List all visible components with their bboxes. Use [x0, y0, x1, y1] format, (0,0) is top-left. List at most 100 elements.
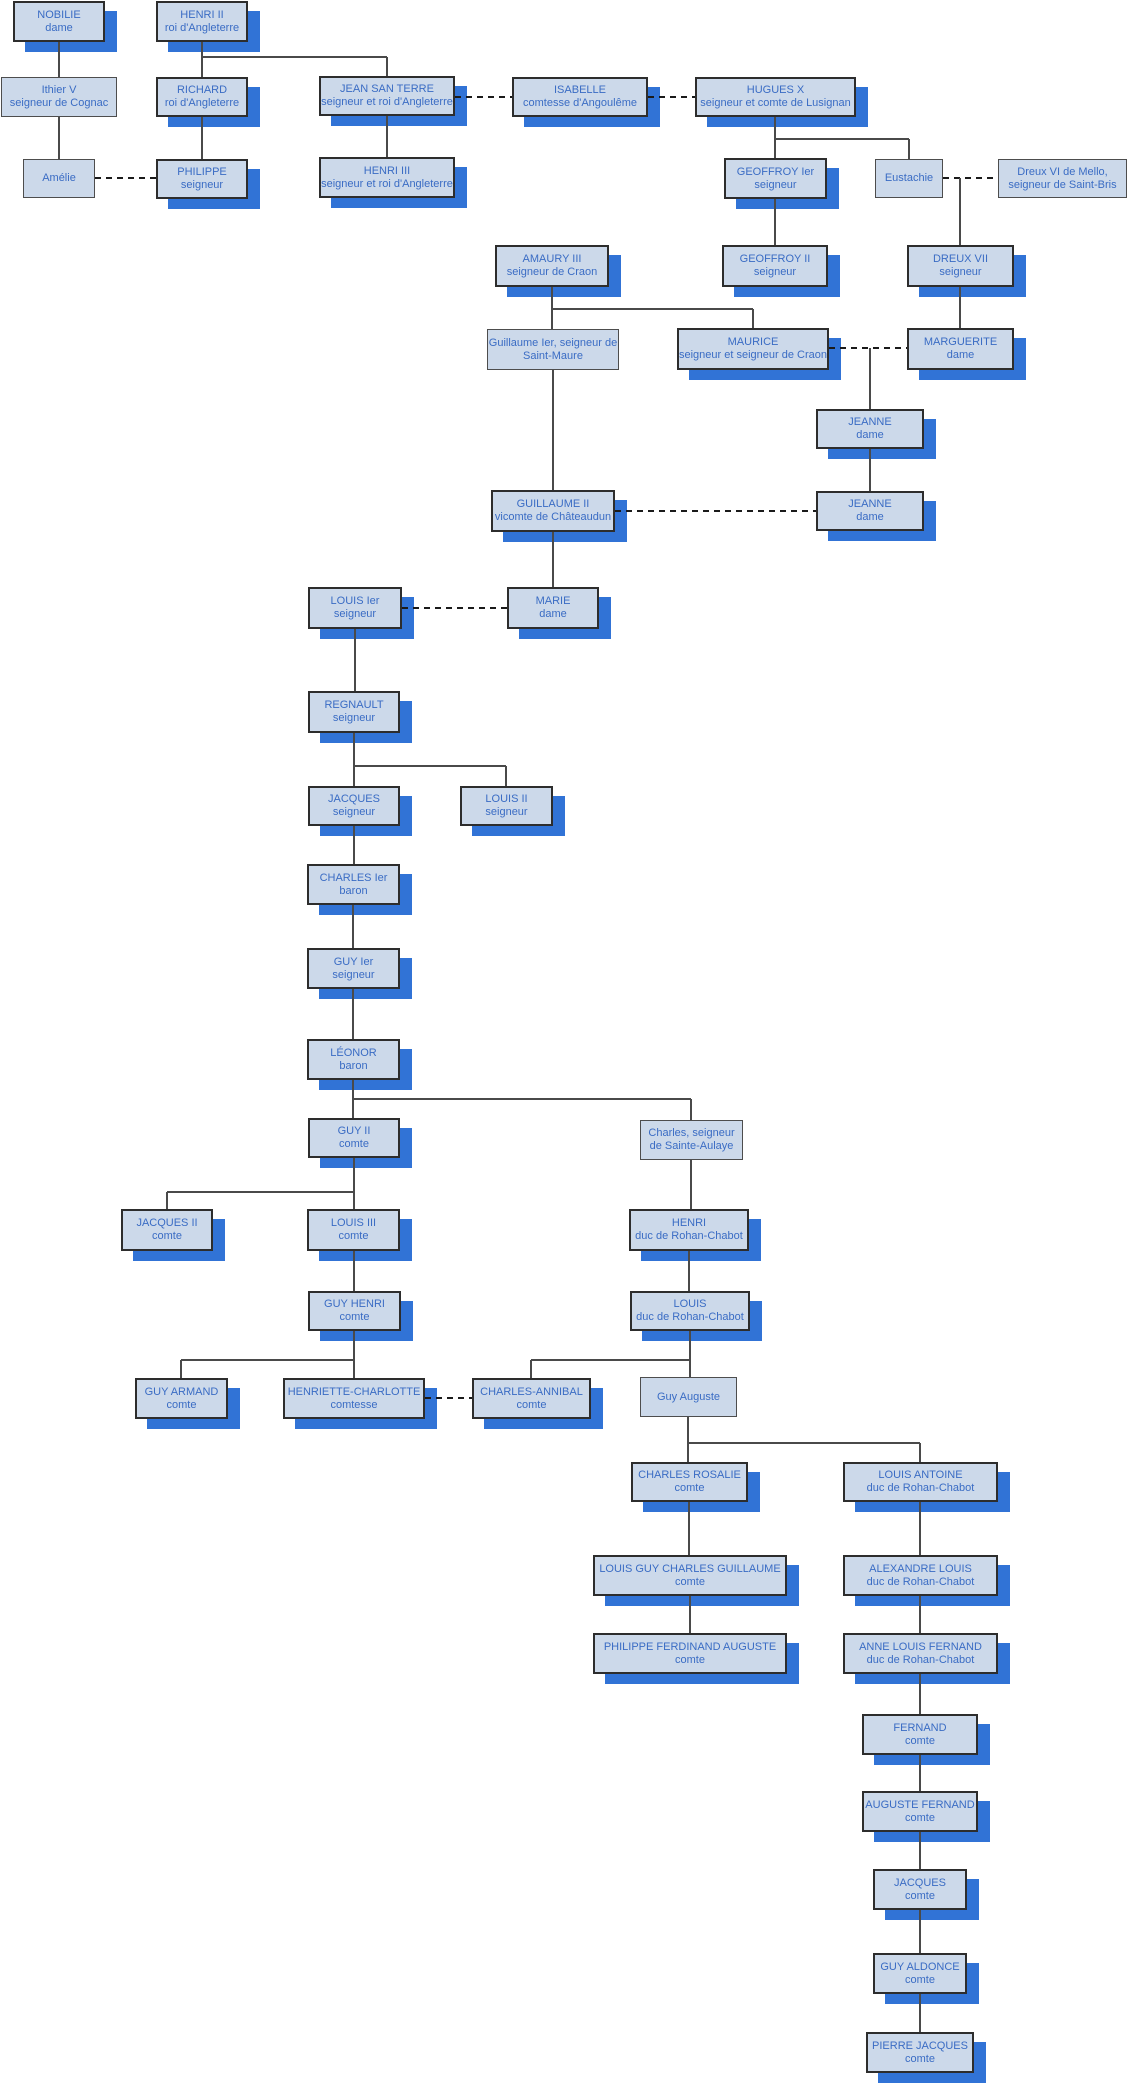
person-title: comte	[905, 2052, 935, 2065]
person-title: vicomte de Châteaudun	[494, 511, 612, 523]
descent-line	[959, 287, 961, 328]
marriage-line	[648, 96, 695, 98]
person-title: comte	[675, 1653, 705, 1666]
descent-line	[58, 42, 60, 77]
person-name: JACQUES	[894, 1876, 946, 1889]
person-name: REGNAULT	[324, 699, 384, 711]
descent-line	[180, 1360, 182, 1378]
person-title: seigneur de Cognac	[9, 97, 109, 109]
descent-line	[774, 199, 776, 245]
descent-line	[688, 1502, 690, 1555]
person-title: seigneur	[332, 712, 376, 724]
person-title: dame	[45, 21, 73, 34]
person-title: roi d'Angleterre	[164, 21, 240, 34]
descent-line	[353, 826, 355, 864]
person-title: comte	[905, 1973, 935, 1986]
person-title: seigneur	[939, 266, 982, 278]
person-name: Dreux VI de Mello,	[1017, 165, 1108, 178]
person-name: Amélie	[42, 172, 76, 184]
person-name: AMAURY III	[522, 253, 582, 265]
person-title: seigneur	[333, 608, 377, 620]
person-name: LOUIS II	[485, 793, 528, 805]
person-title: seigneur	[485, 806, 528, 818]
tree-node-dreux-vi[interactable]: Dreux VI de Mello,seigneur de Saint-Bris	[998, 159, 1127, 198]
descent-line	[353, 1158, 355, 1209]
person-name: GUY ARMAND	[144, 1385, 219, 1398]
person-name: CHARLES-ANNIBAL	[480, 1385, 583, 1398]
person-name: LOUIS ANTOINE	[878, 1469, 963, 1481]
person-title: seigneur et seigneur de Craon	[679, 349, 827, 361]
person-name: RICHARD	[176, 84, 228, 96]
descent-line	[689, 1596, 691, 1633]
person-name: JEANNE	[848, 498, 892, 510]
tree-node-amelie[interactable]: Amélie	[23, 159, 95, 198]
person-name: HUGUES X	[746, 84, 805, 96]
descent-line	[201, 117, 203, 159]
person-name: CHARLES ROSALIE	[638, 1469, 741, 1481]
person-name: JEANNE	[848, 416, 892, 428]
person-title: duc de Rohan-Chabot	[636, 1311, 744, 1323]
tree-node-eustachie[interactable]: Eustachie	[875, 159, 943, 198]
person-title: seigneur	[180, 179, 224, 191]
marriage-line	[95, 177, 156, 179]
person-name: MARGUERITE	[923, 336, 998, 348]
person-title: duc de Rohan-Chabot	[866, 1575, 975, 1588]
descent-line	[181, 1359, 354, 1361]
person-title: dame	[539, 608, 567, 620]
descent-line	[353, 1098, 691, 1100]
person-name: GUY II	[337, 1125, 371, 1137]
person-name: GUY ALDONCE	[880, 1960, 960, 1973]
descent-line	[689, 1331, 691, 1377]
tree-node-guy-auguste[interactable]: Guy Auguste	[640, 1377, 737, 1417]
